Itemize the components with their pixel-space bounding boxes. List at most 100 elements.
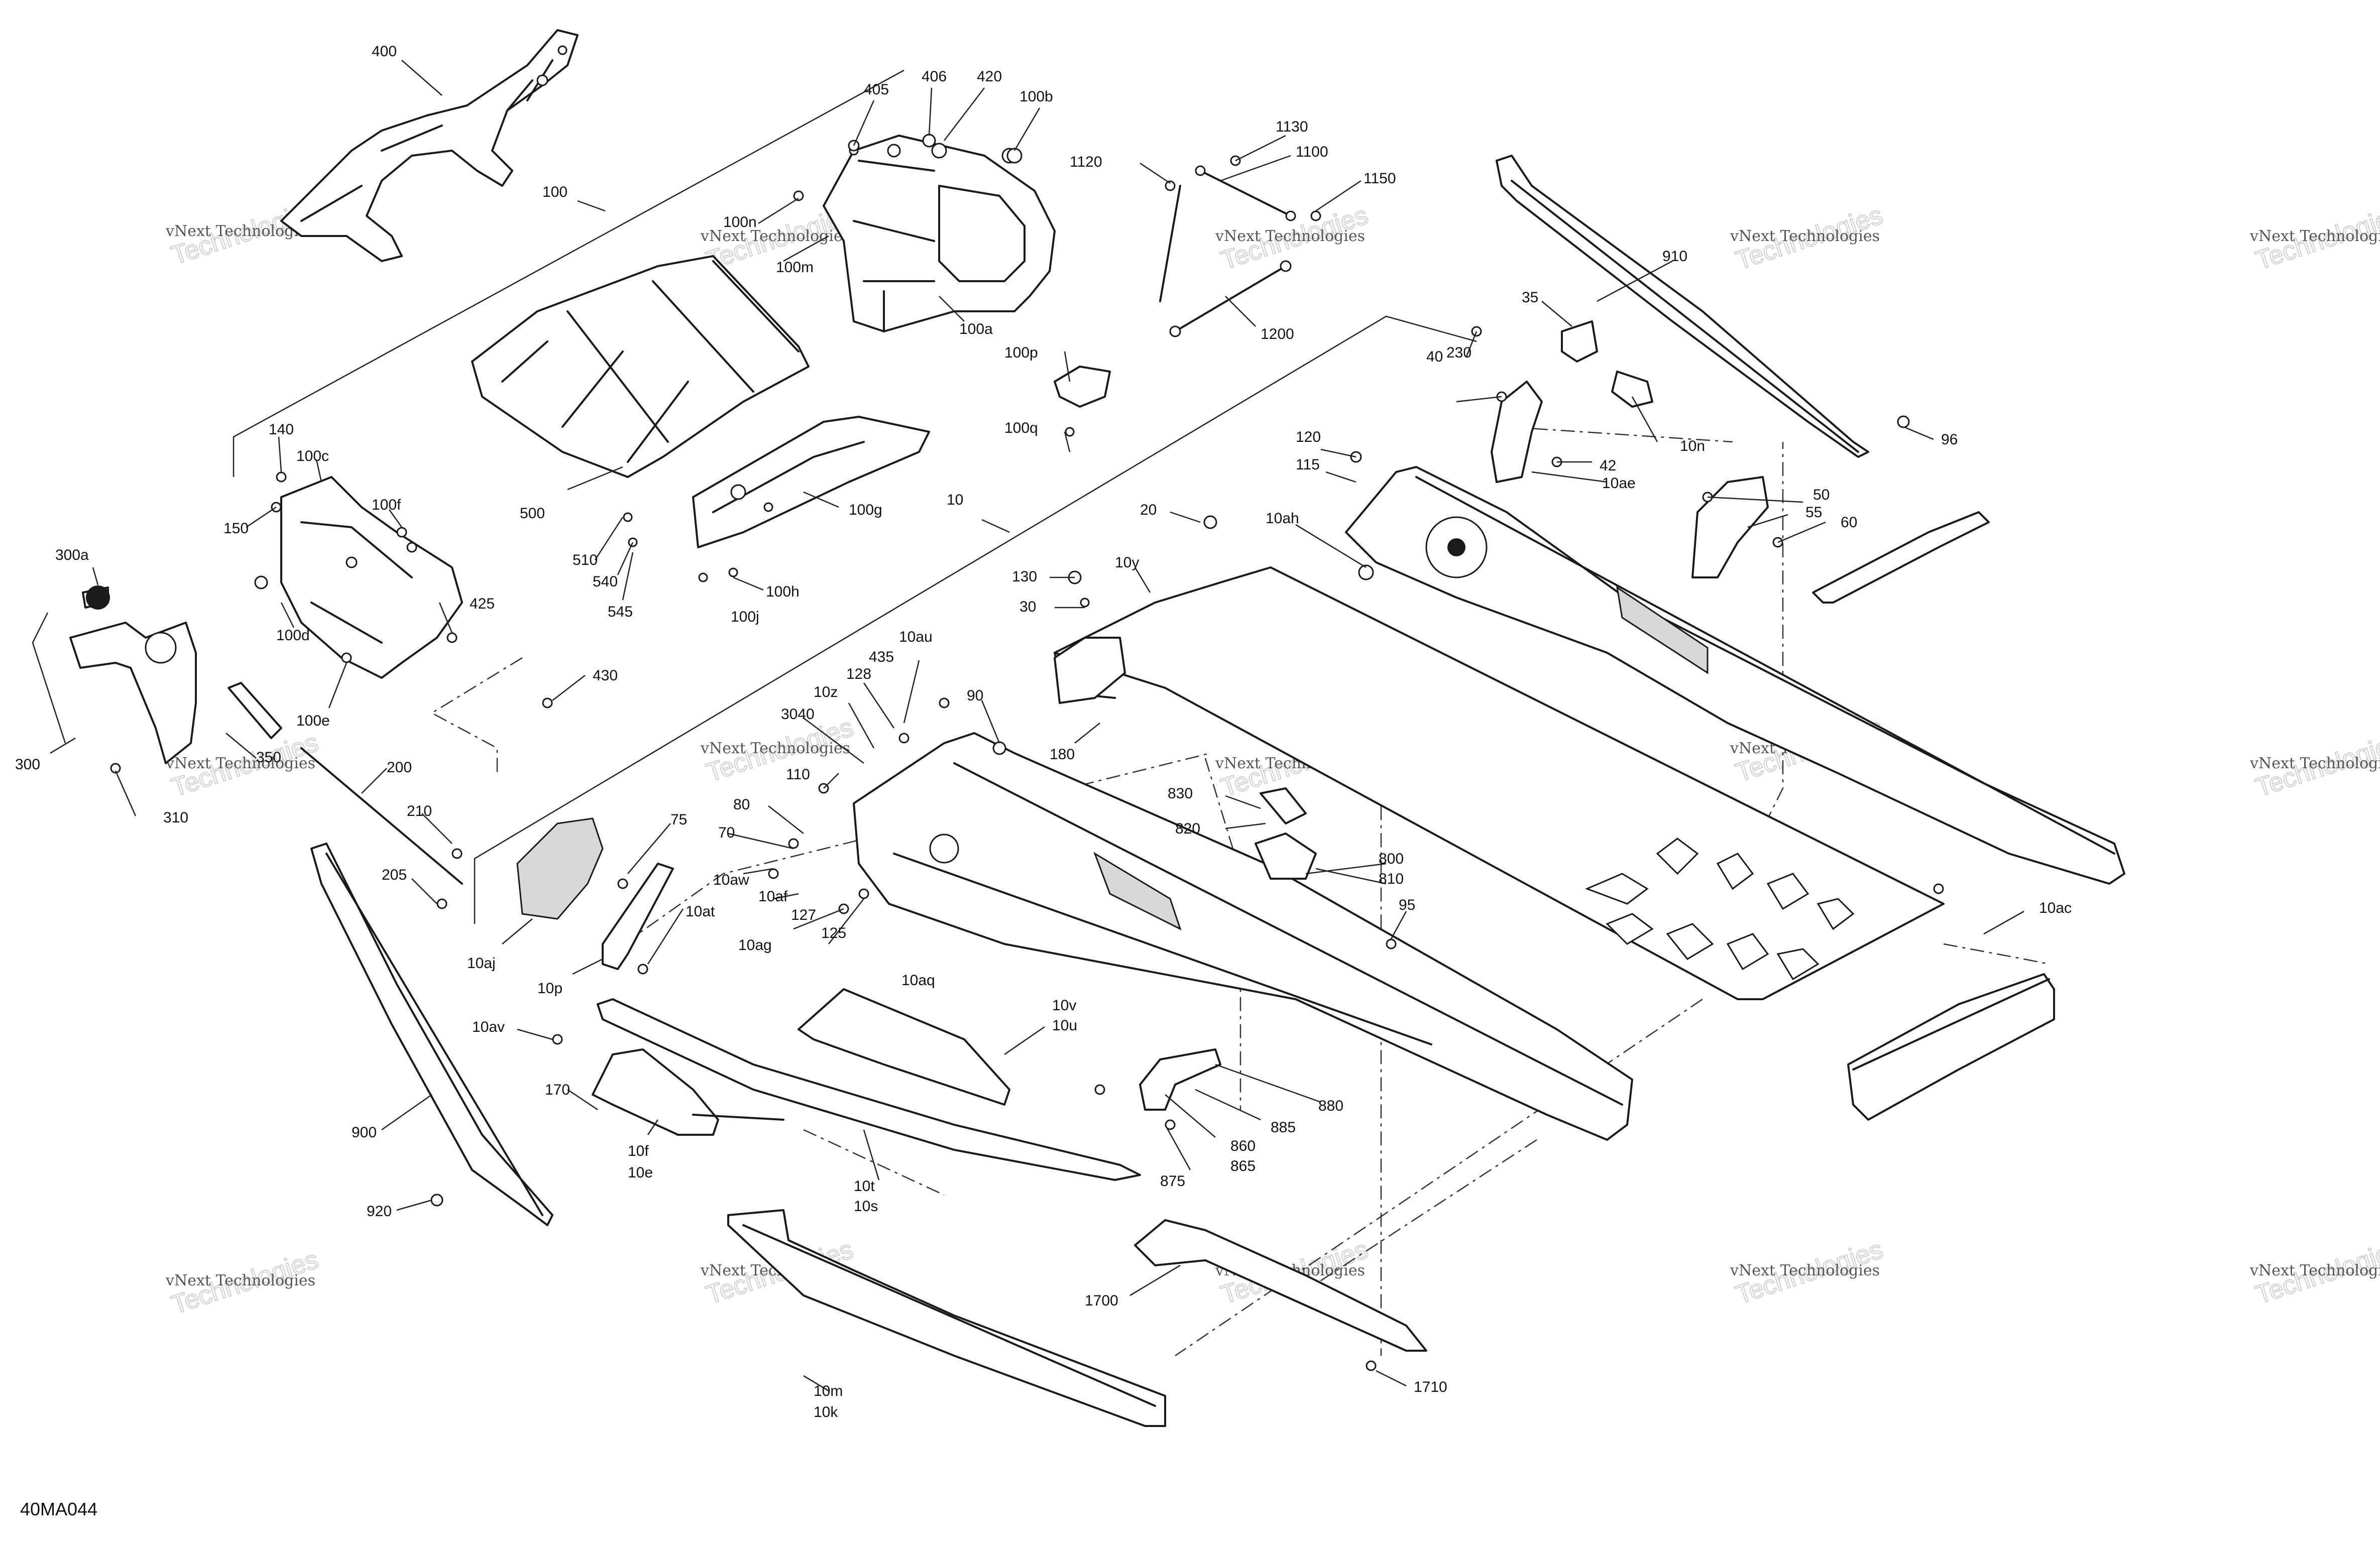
dash-line xyxy=(1752,442,1784,849)
callout-180: 180 xyxy=(1050,746,1075,763)
bracket-100 xyxy=(233,69,904,477)
callout-810: 810 xyxy=(1379,871,1404,887)
callout-10aw: 10aw xyxy=(713,872,749,888)
callout-100d: 100d xyxy=(276,627,310,644)
callout-55: 55 xyxy=(1805,504,1822,521)
callout-130: 130 xyxy=(1012,568,1037,585)
callout-500: 500 xyxy=(520,505,545,522)
callout-860: 860 xyxy=(1230,1138,1256,1154)
watermark-tile: Technologies vNext Technologies xyxy=(1730,200,1887,276)
watermark-text: vNext Technologies xyxy=(165,1272,315,1289)
dash-line xyxy=(803,1129,945,1196)
callout-300a: 300a xyxy=(55,547,89,563)
callout-885: 885 xyxy=(1271,1119,1296,1136)
callout-865: 865 xyxy=(1230,1158,1256,1174)
watermark-tile: Technologies vNext Technologies xyxy=(2249,1235,2380,1311)
bracket-10 xyxy=(474,315,1477,924)
callout-100g: 100g xyxy=(849,502,882,518)
dash-line xyxy=(1506,426,1733,443)
callout-420: 420 xyxy=(977,68,1002,85)
callout-880: 880 xyxy=(1318,1098,1343,1114)
callout-10k: 10k xyxy=(814,1404,838,1420)
watermark-tile: Technologies vNext Technologies xyxy=(2249,200,2380,276)
callout-10at: 10at xyxy=(686,903,715,920)
watermark-text: vNext Technologies xyxy=(165,755,315,772)
watermark-text: vNext Technologies xyxy=(700,740,850,757)
part-10ac-cross-member xyxy=(1847,973,2055,1121)
callout-100n: 100n xyxy=(723,214,757,230)
dash-line xyxy=(1305,1139,1537,1291)
callout-10ae: 10ae xyxy=(1602,475,1636,492)
callout-80: 80 xyxy=(733,796,750,813)
callout-10p: 10p xyxy=(537,980,562,997)
callout-40: 40 xyxy=(1426,348,1443,365)
callout-3040: 3040 xyxy=(781,706,815,723)
part-500-floor-panel xyxy=(471,255,810,478)
callout-210: 210 xyxy=(407,803,432,819)
diagram-code: 40MA044 xyxy=(20,1499,97,1519)
callout-800: 800 xyxy=(1379,851,1404,867)
part-100p-cover xyxy=(1054,366,1111,408)
callout-10: 10 xyxy=(947,492,963,508)
callout-labels: 400 405 406 420 100b 100 100n 100m 100a … xyxy=(15,43,2072,1420)
callout-10u: 10u xyxy=(1052,1017,1077,1034)
callout-100j: 100j xyxy=(731,609,759,625)
part-100g-side-panel xyxy=(692,416,930,548)
callout-42: 42 xyxy=(1600,457,1616,474)
part-1100-1200-rods xyxy=(1159,165,1296,337)
callout-10ah: 10ah xyxy=(1266,510,1299,527)
part-100c-bracket xyxy=(280,476,463,679)
part-96-strap xyxy=(1812,511,1990,604)
part-10p-brace xyxy=(602,863,674,970)
callout-115: 115 xyxy=(1296,456,1320,473)
callout-100c: 100c xyxy=(296,448,329,464)
callout-10m: 10m xyxy=(814,1383,843,1399)
part-10aj-plate xyxy=(516,817,604,920)
callout-900: 900 xyxy=(352,1124,377,1141)
watermark-tile: Technologies vNext Technologies xyxy=(700,713,857,788)
callout-430: 430 xyxy=(593,667,618,684)
part-900-strut xyxy=(310,843,553,1226)
callout-127: 127 xyxy=(791,907,816,923)
tunnel-cutouts xyxy=(1584,838,1855,981)
watermark-text: vNext Technologies xyxy=(1730,1262,1880,1279)
callout-10ac: 10ac xyxy=(2039,900,2072,916)
part-10m-lower-rail xyxy=(727,1209,1166,1427)
part-10y-cover xyxy=(1054,637,1126,704)
callout-1200: 1200 xyxy=(1261,326,1294,342)
callout-10y: 10y xyxy=(1115,554,1139,571)
bracket-300 xyxy=(32,612,66,744)
callout-510: 510 xyxy=(573,552,598,568)
callout-205: 205 xyxy=(382,867,407,883)
part-10-left-rail xyxy=(853,732,1633,1141)
callout-100q: 100q xyxy=(1004,420,1038,436)
callout-1710: 1710 xyxy=(1414,1379,1447,1395)
callout-50: 50 xyxy=(1813,487,1830,503)
part-300-suspension-bracket xyxy=(69,586,197,764)
callout-100m: 100m xyxy=(776,259,814,276)
callout-1150: 1150 xyxy=(1364,170,1396,187)
callout-545: 545 xyxy=(608,604,633,620)
dash-line xyxy=(1943,943,2050,965)
callout-90: 90 xyxy=(967,687,983,704)
callout-830: 830 xyxy=(1168,785,1193,802)
callout-300: 300 xyxy=(15,756,40,773)
leader-lines xyxy=(50,60,2024,1392)
part-800-bracket xyxy=(1255,787,1317,880)
dash-line xyxy=(430,657,523,773)
callout-1130: 1130 xyxy=(1276,118,1308,135)
callout-20: 20 xyxy=(1140,502,1157,518)
watermark-text: vNext Technologies xyxy=(1730,227,1880,245)
callout-10t: 10t xyxy=(854,1178,875,1195)
watermark-text: vNext Technologies xyxy=(2249,1262,2380,1279)
dash-line xyxy=(1175,998,1703,1357)
callout-820: 820 xyxy=(1175,820,1200,837)
callout-10s: 10s xyxy=(854,1198,878,1215)
part-50-plate xyxy=(1691,476,1769,578)
assembly-brackets xyxy=(32,69,1477,924)
callout-910: 910 xyxy=(1662,248,1687,265)
callout-10af: 10af xyxy=(758,888,788,905)
part-10t-trim-strip xyxy=(597,998,1141,1181)
callout-875: 875 xyxy=(1160,1173,1185,1190)
